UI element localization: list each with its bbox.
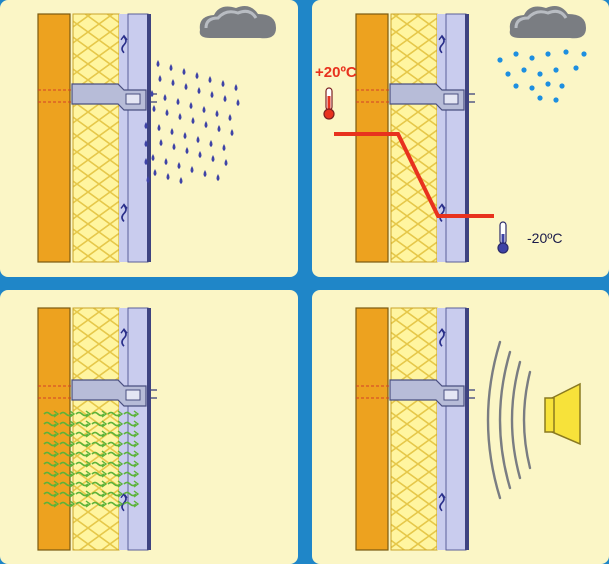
snow-cloud-icon bbox=[509, 6, 586, 39]
wall-section-rain bbox=[37, 13, 157, 263]
warm-thermometer-icon bbox=[323, 87, 335, 120]
sound-waves-icon bbox=[486, 340, 532, 500]
snow-flakes bbox=[497, 49, 587, 103]
rain-drops bbox=[144, 60, 240, 184]
warm-temperature-label: +20ºC bbox=[315, 64, 357, 81]
wall-section-sound bbox=[355, 307, 475, 551]
cold-temperature-label: -20ºC bbox=[527, 230, 562, 246]
wall-section-temperature bbox=[355, 13, 475, 263]
vapour-arrows-icon bbox=[43, 410, 140, 508]
rain-cloud-icon bbox=[199, 6, 276, 39]
cold-thermometer-icon bbox=[497, 221, 509, 254]
temperature-gradient-line bbox=[334, 132, 494, 218]
wall-section-vapour bbox=[37, 307, 157, 551]
loudspeaker-icon bbox=[544, 382, 581, 446]
